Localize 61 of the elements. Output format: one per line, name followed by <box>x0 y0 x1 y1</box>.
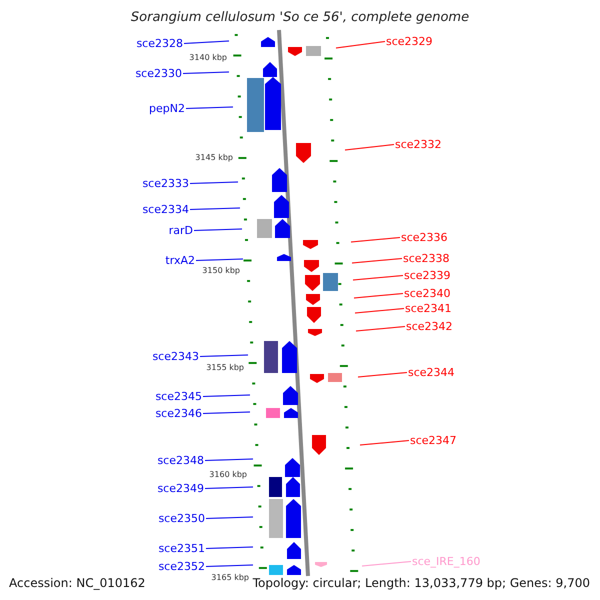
scale-label: 3160 kbp <box>209 471 247 479</box>
leader-line <box>356 326 406 332</box>
leader-line <box>182 72 230 74</box>
leader-line <box>202 394 250 397</box>
gene-label: sce2330 <box>135 68 182 79</box>
leader-line <box>360 440 410 446</box>
leader-line <box>354 308 404 314</box>
leader-line <box>206 564 254 567</box>
leader-line <box>206 516 254 519</box>
leader-line <box>190 208 240 210</box>
scale-label: 3140 kbp <box>189 54 227 62</box>
leader-line <box>200 354 248 357</box>
gene-label: rarD <box>168 225 193 236</box>
leader-line <box>186 106 234 109</box>
gene-label: sce2342 <box>406 321 453 332</box>
leader-line <box>358 372 408 378</box>
footer-text: Accession: NC_010162 <box>9 577 146 589</box>
scale-label: 3145 kbp <box>195 154 233 162</box>
leader-line <box>204 458 254 461</box>
gene-label: sce2350 <box>158 513 205 524</box>
leader-line <box>352 258 402 264</box>
gene-label: sce2329 <box>386 36 433 47</box>
gene-label: sce2351 <box>158 543 205 554</box>
gene-label: sce2328 <box>136 38 183 49</box>
gene-label: sce2334 <box>142 204 189 215</box>
gene-label: sce2333 <box>142 178 189 189</box>
leader-line <box>202 412 250 414</box>
gene-label: sce2341 <box>405 303 452 314</box>
gene-label: sce2346 <box>155 408 202 419</box>
gene-label: sce2347 <box>410 435 457 446</box>
leader-line <box>206 546 254 549</box>
footer-text: Topology: circular; Length: 13,033,779 bp; Genes: 9,700 <box>252 577 590 589</box>
gene-label: pepN2 <box>149 103 185 114</box>
gene-label: sce2340 <box>404 288 451 299</box>
gene-label: sce2339 <box>404 270 451 281</box>
gene-label: sce2336 <box>401 232 448 243</box>
gene-label: sce2338 <box>403 253 450 264</box>
title: Sorangium cellulosum 'So ce 56', complete genome <box>130 11 470 24</box>
gene-label: sce2344 <box>408 367 455 378</box>
gene-label: sce2343 <box>152 351 199 362</box>
scale-label: 3150 kbp <box>202 267 240 275</box>
leader-line <box>184 40 230 44</box>
leader-line <box>350 237 400 242</box>
gene-label: sce2352 <box>158 561 205 572</box>
leader-line <box>204 486 254 489</box>
leader-line <box>354 293 404 298</box>
leader-line <box>352 275 404 280</box>
gene-label: sce2345 <box>155 391 202 402</box>
leader-line <box>362 561 412 566</box>
gene-label: sce2349 <box>157 483 204 494</box>
leader-line <box>336 41 386 48</box>
leader-line <box>190 182 238 184</box>
gene-label: sce2332 <box>395 139 442 150</box>
scale-label: 3165 kbp <box>211 574 249 582</box>
leader-line <box>196 258 244 261</box>
scale-label: 3155 kbp <box>206 364 244 372</box>
leader-line <box>344 144 394 150</box>
gene-label: trxA2 <box>165 255 195 266</box>
gene-label: sce_IRE_160 <box>412 556 480 567</box>
leader-line <box>194 228 242 231</box>
gene-label: sce2348 <box>157 455 204 466</box>
